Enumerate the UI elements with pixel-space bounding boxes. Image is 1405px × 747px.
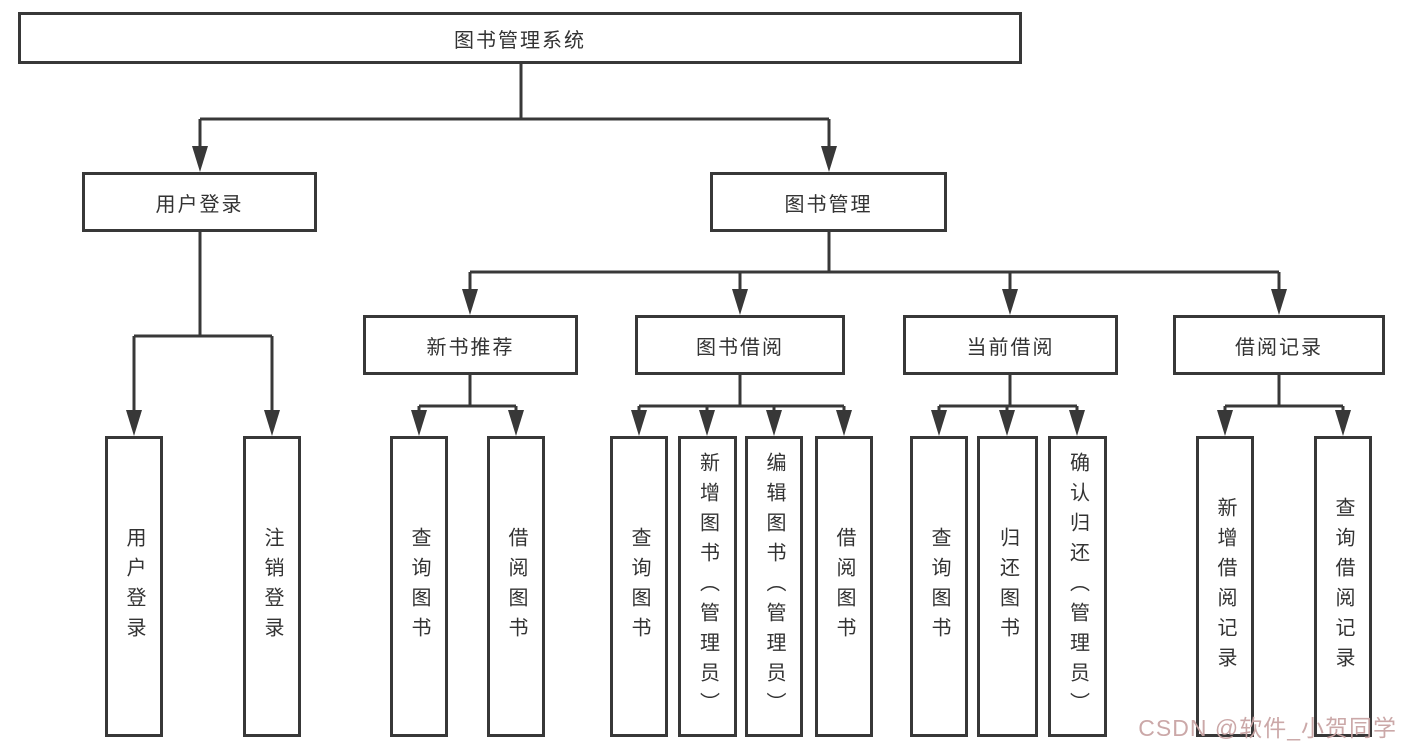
leaf-borrow-query-books: 查询图书 <box>610 436 668 737</box>
node-user-login-label: 用户登录 <box>155 193 244 216</box>
leaf-user-login: 用户登录 <box>105 436 163 737</box>
leaf-record-add-record: 新增借阅记录 <box>1196 436 1254 737</box>
leaf-current-return-books-label: 归还图书 <box>996 526 1019 647</box>
leaf-borrow-query-books-label: 查询图书 <box>628 526 650 647</box>
leaf-current-confirm-return-admin-label: 确认归还（管理员） <box>1066 451 1089 722</box>
node-book-borrow: 图书借阅 <box>635 315 845 375</box>
node-root-system: 图书管理系统 <box>18 12 1022 64</box>
leaf-current-query-books: 查询图书 <box>910 436 968 737</box>
node-book-management: 图书管理 <box>710 172 947 232</box>
leaf-borrow-borrow-books-label: 借阅图书 <box>833 526 855 647</box>
node-user-login: 用户登录 <box>82 172 317 232</box>
node-borrow-record: 借阅记录 <box>1173 315 1385 375</box>
leaf-newbook-query-books: 查询图书 <box>390 436 448 737</box>
leaf-borrow-edit-books-admin: 编辑图书（管理员） <box>745 436 803 737</box>
leaf-record-add-record-label: 新增借阅记录 <box>1214 496 1236 677</box>
node-new-book-recommend-label: 新书推荐 <box>426 336 515 359</box>
node-book-borrow-label: 图书借阅 <box>696 336 784 359</box>
node-new-book-recommend: 新书推荐 <box>363 315 578 375</box>
leaf-current-confirm-return-admin: 确认归还（管理员） <box>1048 436 1107 737</box>
leaf-borrow-add-books-admin: 新增图书（管理员） <box>678 436 737 737</box>
node-book-management-label: 图书管理 <box>784 193 873 216</box>
node-root-label: 图书管理系统 <box>454 29 586 52</box>
leaf-record-query-record: 查询借阅记录 <box>1314 436 1372 737</box>
leaf-current-return-books: 归还图书 <box>977 436 1038 737</box>
leaf-logout: 注销登录 <box>243 436 301 737</box>
leaf-user-login-label: 用户登录 <box>123 526 145 647</box>
node-borrow-record-label: 借阅记录 <box>1235 336 1323 359</box>
leaf-logout-label: 注销登录 <box>261 526 283 647</box>
leaf-newbook-borrow-books: 借阅图书 <box>487 436 545 737</box>
node-current-borrow: 当前借阅 <box>903 315 1118 375</box>
leaf-newbook-query-books-label: 查询图书 <box>408 526 430 647</box>
leaf-newbook-borrow-books-label: 借阅图书 <box>505 526 527 647</box>
leaf-record-query-record-label: 查询借阅记录 <box>1332 496 1354 677</box>
node-current-borrow-label: 当前借阅 <box>966 336 1055 359</box>
leaf-borrow-borrow-books: 借阅图书 <box>815 436 873 737</box>
leaf-borrow-edit-books-admin-label: 编辑图书（管理员） <box>763 451 785 722</box>
csdn-watermark: CSDN @软件_小贺同学 <box>1138 715 1397 741</box>
leaf-current-query-books-label: 查询图书 <box>928 526 950 647</box>
leaf-borrow-add-books-admin-label: 新增图书（管理员） <box>696 451 719 722</box>
